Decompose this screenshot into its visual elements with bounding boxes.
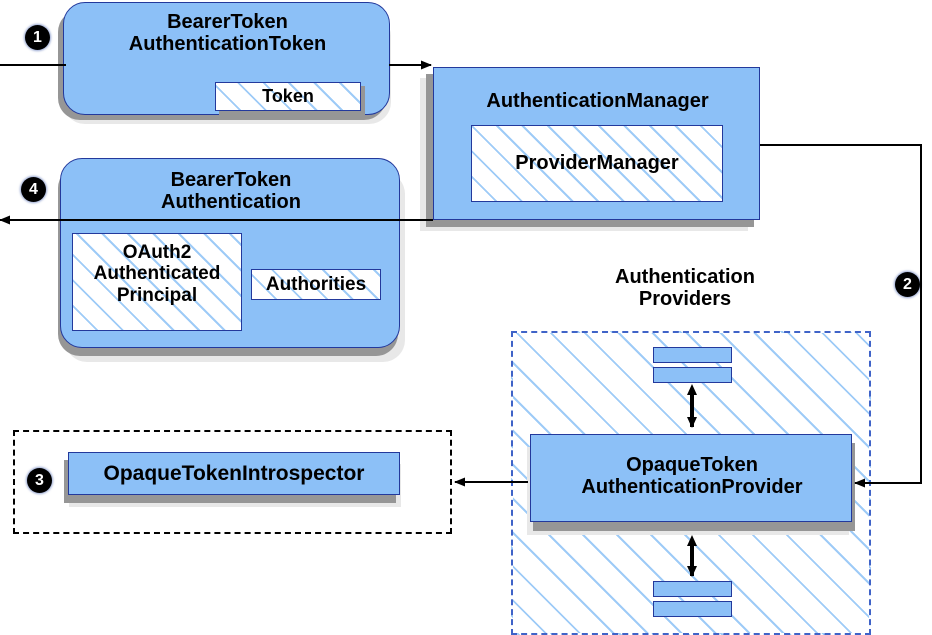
inner-oauth2-authenticated-principal-label: OAuth2 Authenticated Principal — [93, 242, 221, 306]
opaque-token-introspector-region — [13, 430, 452, 534]
authentication-providers-title: Authentication Providers — [615, 266, 755, 311]
step-badge-4: 4 — [21, 177, 46, 202]
step-badge-3: 3 — [27, 468, 52, 493]
step-badge-2: 2 — [895, 272, 920, 297]
authentication-manager-title: AuthenticationManager — [486, 90, 709, 112]
node-authentication-manager[interactable]: AuthenticationManager ProviderManager — [433, 67, 760, 220]
inner-token[interactable]: Token — [215, 82, 361, 111]
node-opaque-token-authentication-provider[interactable]: OpaqueToken AuthenticationProvider — [530, 434, 852, 522]
inner-token-label: Token — [262, 86, 314, 106]
node-bearer-token-authentication[interactable]: BearerToken Authentication OAuth2 Authen… — [60, 158, 400, 348]
opaque-token-authentication-provider-label: OpaqueToken AuthenticationProvider — [581, 454, 803, 499]
inner-authorities[interactable]: Authorities — [251, 269, 381, 300]
node-bearer-token-authentication-token[interactable]: BearerToken AuthenticationToken Token — [63, 2, 390, 115]
opaque-token-introspector-label: OpaqueTokenIntrospector — [103, 462, 365, 485]
bearer-token-authentication-token-title: BearerToken AuthenticationToken — [128, 11, 327, 56]
provider-stack-bar-bottom-1 — [653, 581, 732, 597]
inner-oauth2-authenticated-principal[interactable]: OAuth2 Authenticated Principal — [72, 233, 242, 331]
provider-stack-bar-bottom-2 — [653, 601, 732, 617]
node-opaque-token-introspector[interactable]: OpaqueTokenIntrospector — [68, 452, 400, 495]
provider-stack-bar-top-1 — [653, 347, 732, 363]
provider-stack-bar-top-2 — [653, 367, 732, 383]
bearer-token-authentication-title: BearerToken Authentication — [161, 169, 301, 214]
inner-provider-manager-label: ProviderManager — [515, 152, 679, 174]
inner-provider-manager[interactable]: ProviderManager — [471, 125, 723, 202]
inner-authorities-label: Authorities — [265, 274, 367, 295]
step-badge-1: 1 — [25, 25, 50, 50]
